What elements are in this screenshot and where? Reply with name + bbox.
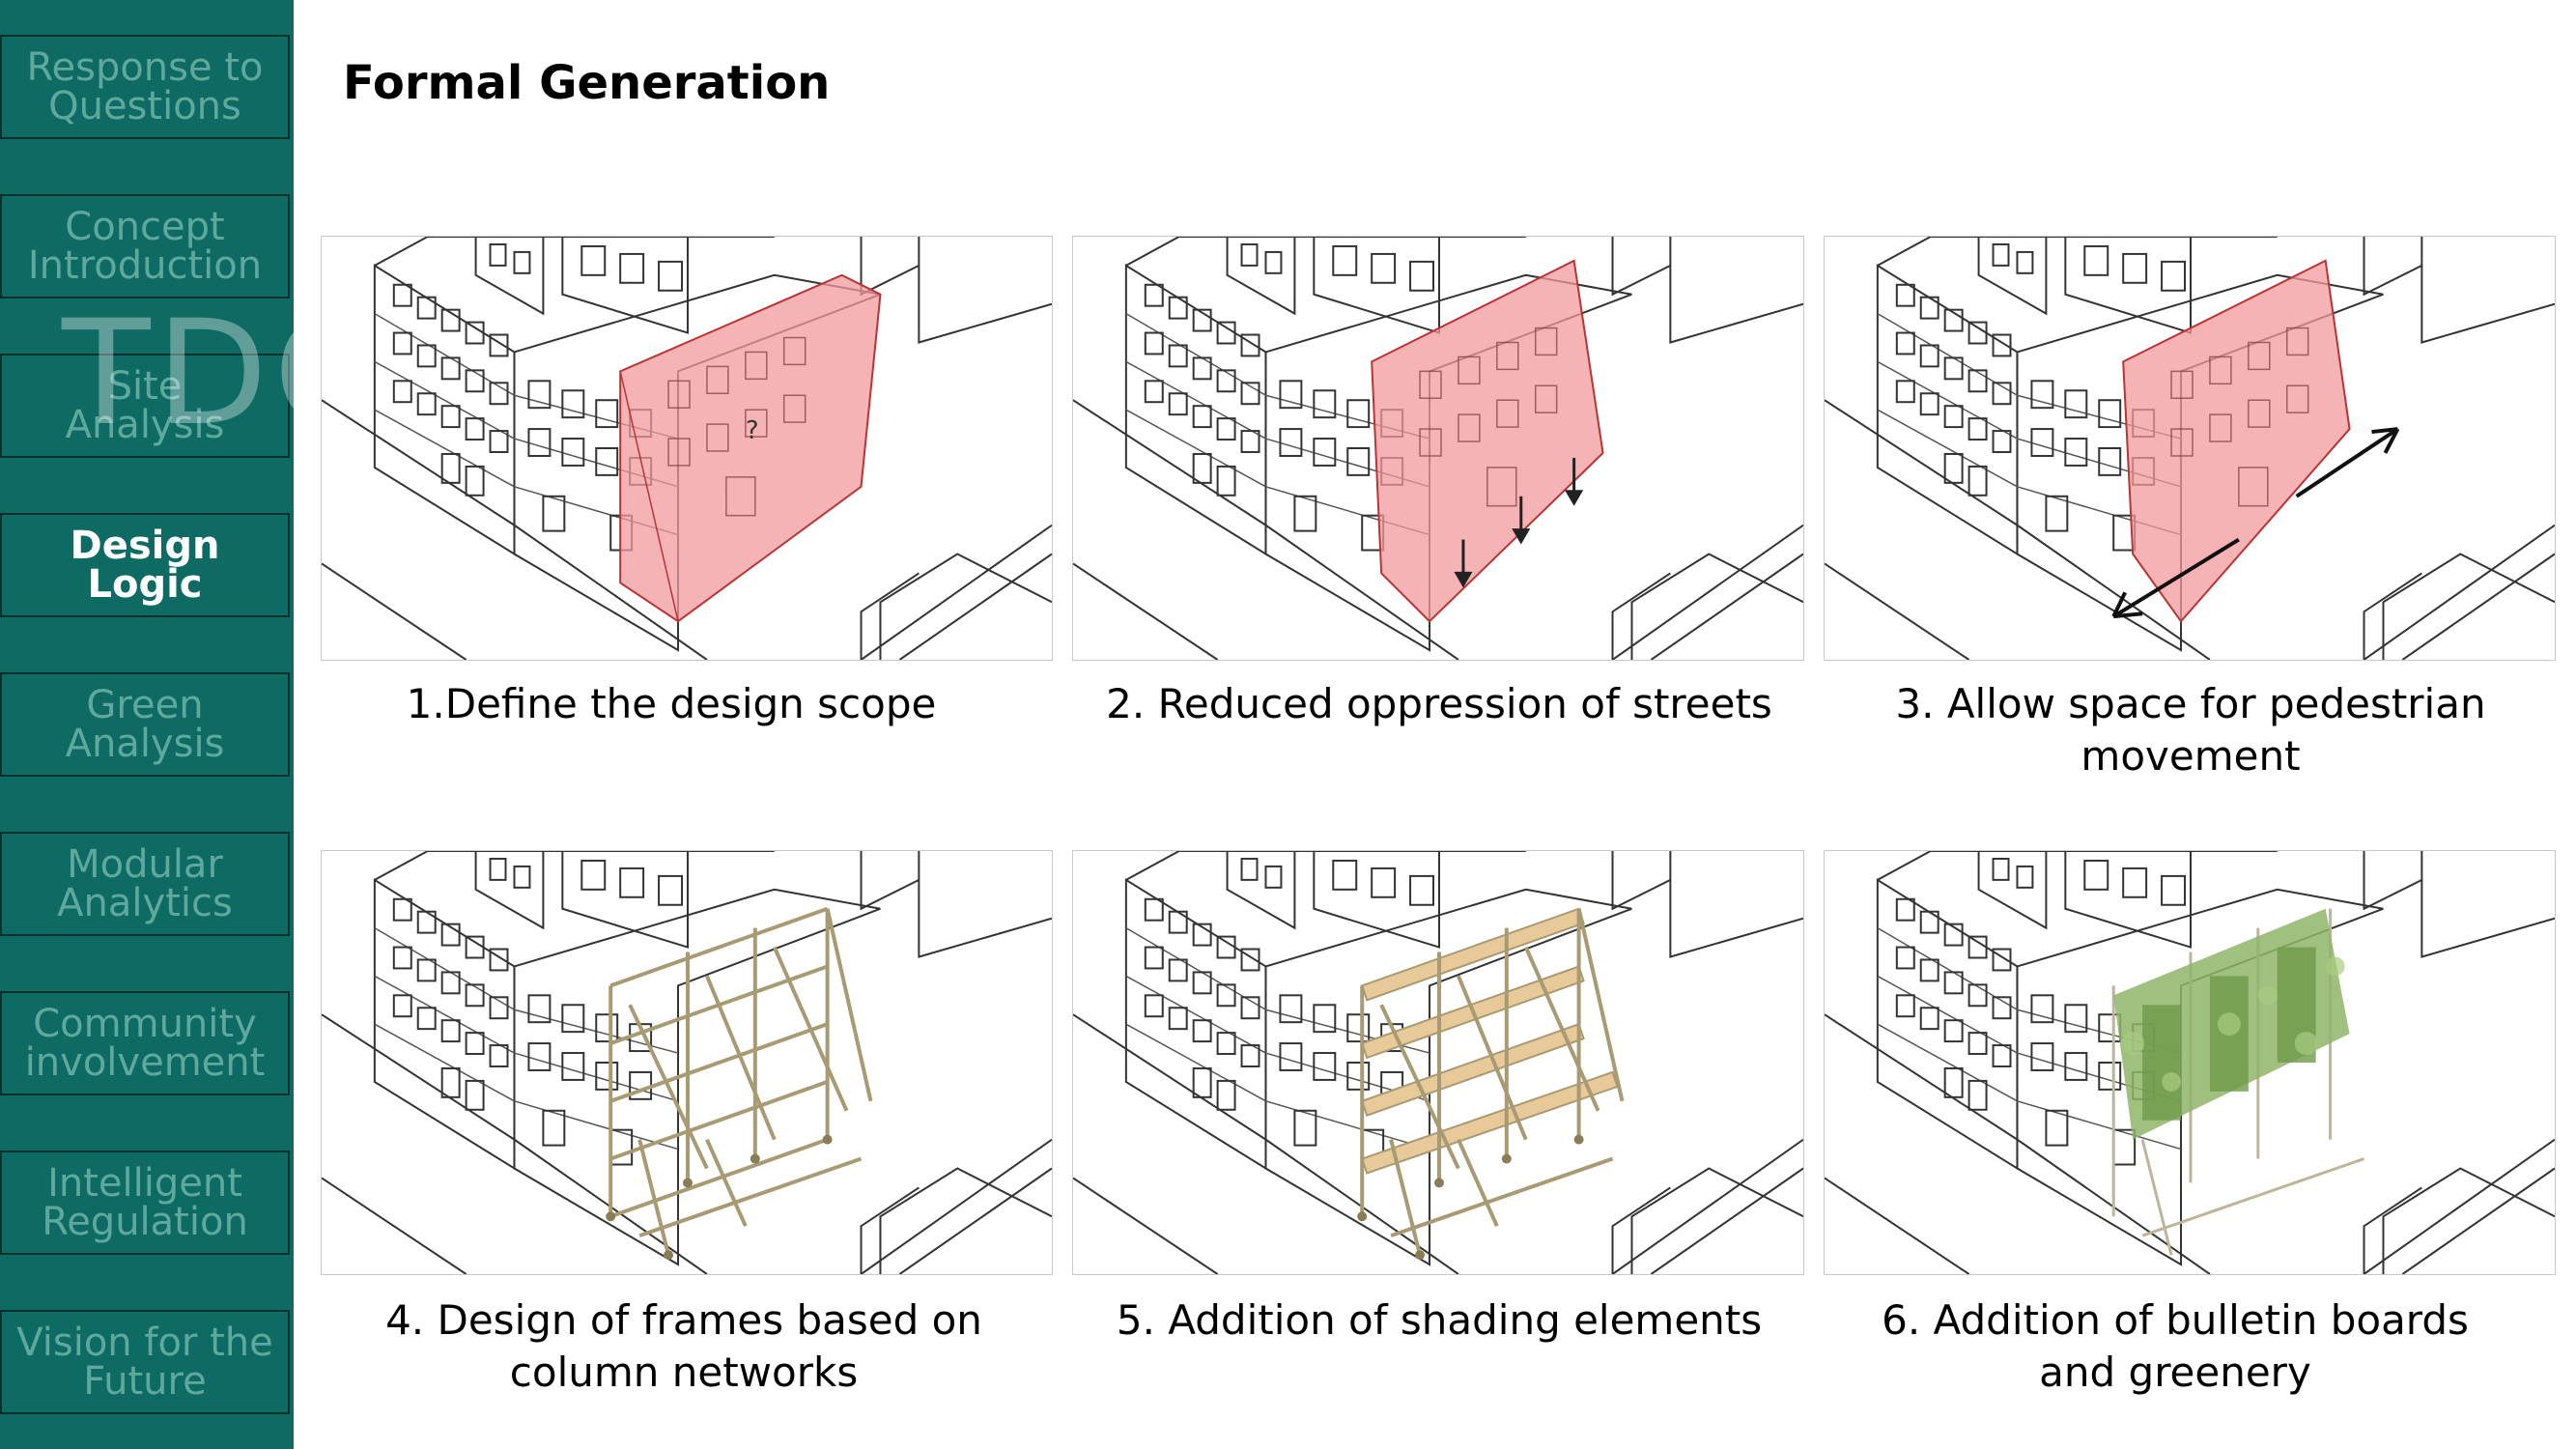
nav-design-logic[interactable]: Design Logic	[0, 513, 290, 617]
nav-label: Vision for the Future	[16, 1323, 272, 1401]
nav-response-to-questions[interactable]: Response to Questions	[0, 35, 290, 139]
nav-label: Green Analysis	[66, 686, 225, 763]
nav-label: Design Logic	[71, 526, 220, 604]
step-2-diagram	[1072, 236, 1804, 661]
step-1-diagram: ?	[321, 236, 1053, 661]
step-5-diagram	[1072, 850, 1804, 1275]
page-title: Formal Generation	[343, 56, 830, 110]
nav-vision-for-the-future[interactable]: Vision for the Future	[0, 1310, 290, 1414]
sidebar: Response to Questions Concept Introducti…	[0, 0, 294, 1449]
nav-label: Community involvement	[25, 1005, 266, 1082]
nav-modular-analytics[interactable]: Modular Analytics	[0, 832, 290, 936]
step-4-diagram	[321, 850, 1053, 1275]
nav-site-analysis[interactable]: Site Analysis	[0, 354, 290, 458]
nav-concept-introduction[interactable]: Concept Introduction	[0, 194, 290, 298]
nav-label: Response to Questions	[27, 48, 264, 126]
step-6-caption: 6. Addition of bulletin boards and green…	[1789, 1294, 2562, 1399]
step-3-caption: 3. Allow space for pedestrian movement	[1804, 678, 2576, 782]
nav-label: Modular Analytics	[57, 845, 233, 923]
step-3-diagram	[1824, 236, 2556, 661]
step-2-caption: 2. Reduced oppression of streets	[1053, 678, 1826, 730]
step-4-caption: 4. Design of frames based on column netw…	[297, 1294, 1070, 1399]
step-1-caption: 1.Define the design scope	[285, 678, 1058, 730]
nav-community-involvement[interactable]: Community involvement	[0, 991, 290, 1095]
nav-green-analysis[interactable]: Green Analysis	[0, 672, 290, 777]
nav-label: Concept Introduction	[28, 208, 262, 285]
nav-label: Site Analysis	[66, 367, 225, 444]
step-5-caption: 5. Addition of shading elements	[1053, 1294, 1826, 1347]
step-6-diagram	[1824, 850, 2556, 1275]
svg-text:?: ?	[746, 416, 759, 445]
nav-intelligent-regulation[interactable]: Intelligent Regulation	[0, 1151, 290, 1255]
nav-label: Intelligent Regulation	[42, 1164, 248, 1241]
